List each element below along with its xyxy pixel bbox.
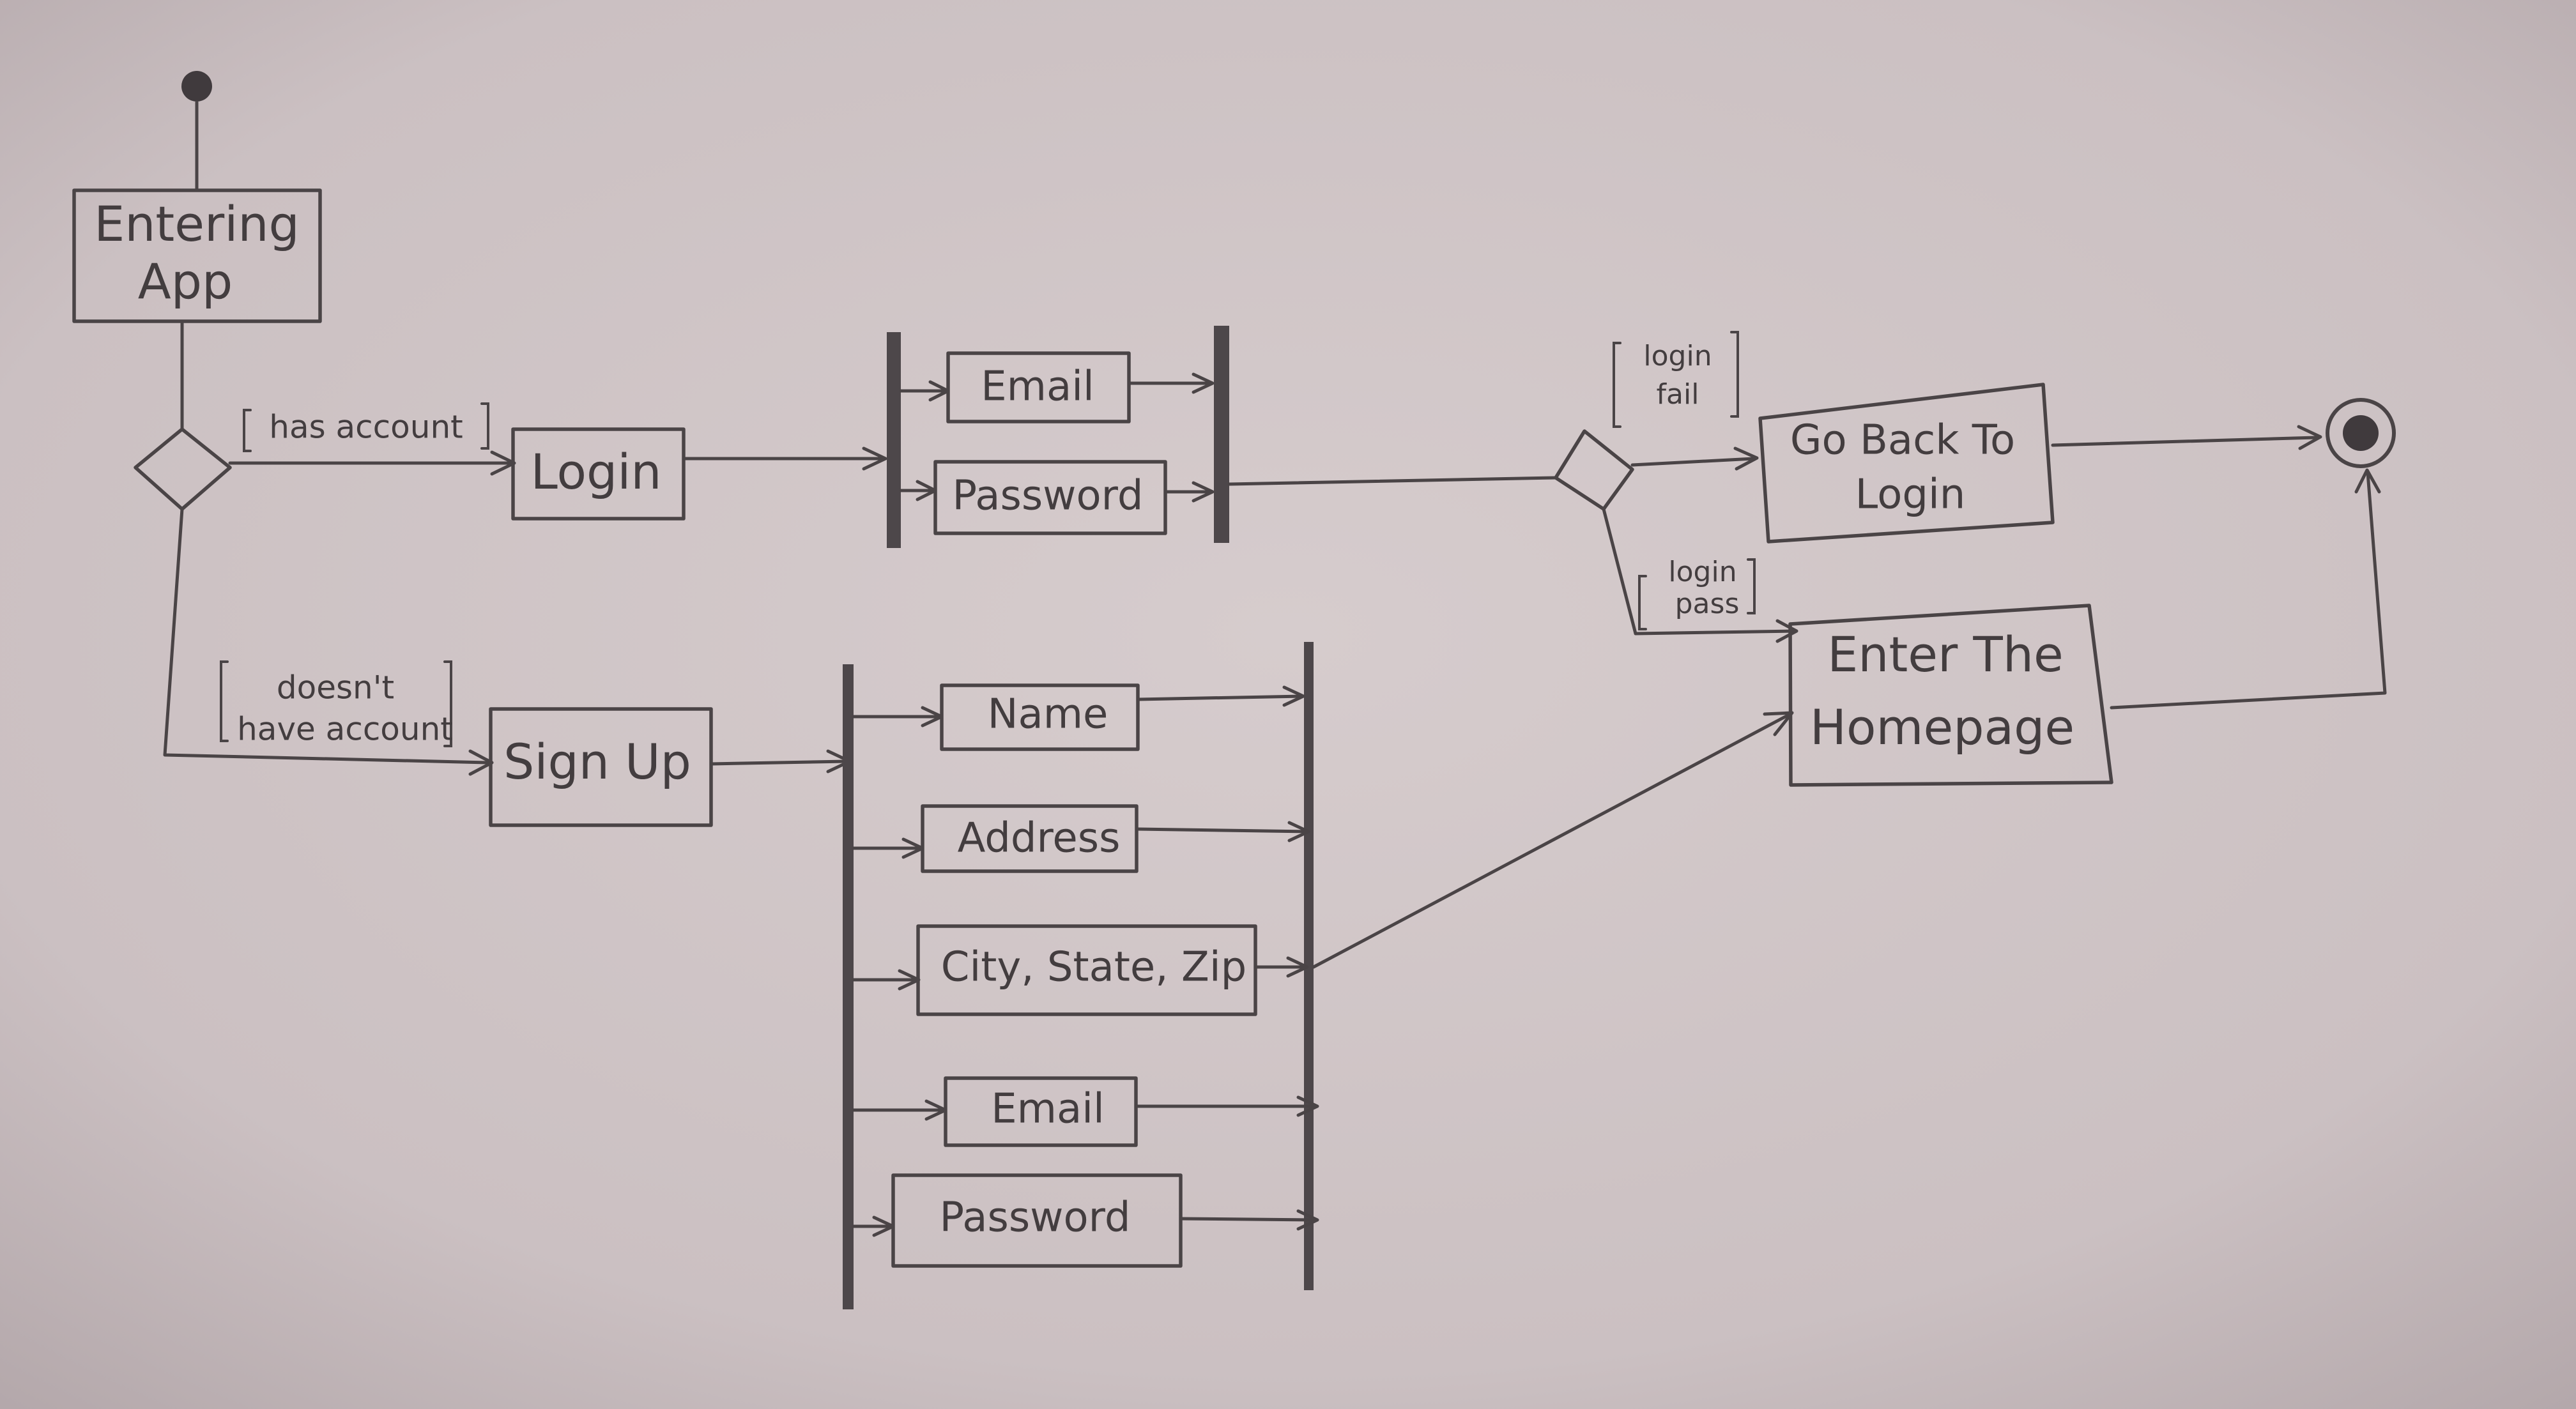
guard-login-pass-line2: pass [1675,588,1740,620]
decision-has-account [134,427,232,511]
signup-password-label: Password [940,1194,1131,1242]
guard-bracket-login-fail [1613,331,1739,428]
final-node [2343,415,2379,451]
signup-email-label: Email [991,1086,1105,1133]
decision-login-result [1554,429,1634,511]
guard-doesnt-have-account-line1: doesn't [277,669,394,706]
action-login [511,427,686,521]
arrow-head-go-back [1733,446,1759,471]
arrow-head-homepage-signup [1763,711,1794,736]
guard-login-pass-line1: login [1668,556,1736,588]
flow-signup-to-fork [709,759,848,766]
login-label: Login [530,443,661,500]
flow-decision-to-go-back [1630,457,1756,467]
entering-app-label-line1: Entering [94,195,300,252]
go-back-to-login-label-line2: Login [1855,471,1966,519]
arrow-head-login-password-join [1192,481,1215,503]
action-login-password [933,460,1167,535]
name-label: Name [988,691,1108,738]
arrow-head-city-join [1286,956,1309,978]
arrow-head-name-join [1282,685,1305,707]
final-node-ring [2326,398,2396,468]
flow-signup-password-to-join [1179,1217,1318,1222]
flow-homepage-to-final [2110,471,2387,710]
action-sign-up [489,707,713,827]
guard-bracket-has-account [243,402,489,452]
signup-fork-bar [843,664,854,1309]
flow-join-to-decision [1227,476,1558,486]
guard-has-account: has account [269,409,463,446]
arrow-head-address-join [1287,821,1310,842]
initial-node [181,71,212,102]
flow-go-back-to-final [2051,436,2318,447]
flow-decision-to-signup [163,507,491,765]
entering-app-label-line2: App [138,253,233,310]
action-go-back-to-login [1758,383,2055,544]
arrow-head-final-from-go-back [2297,425,2322,450]
action-address [921,804,1138,873]
guard-bracket-login-pass [1638,558,1756,630]
action-signup-email [944,1076,1138,1147]
arrow-head-signup-password-join [1296,1209,1319,1231]
address-label: Address [958,815,1121,862]
guard-bracket-doesnt-have-account [220,660,452,747]
action-city-state-zip [916,924,1257,1016]
city-state-zip-label: City, State, Zip [941,944,1246,991]
enter-homepage-label-line1: Enter The [1827,626,2064,683]
action-entering-app [72,188,322,323]
enter-homepage-label-line2: Homepage [1810,699,2074,756]
action-login-email [946,351,1131,423]
arrow-head-signup-email-join [1296,1095,1319,1117]
guard-login-fail-line1: login [1643,340,1712,372]
flow-address-to-join [1135,827,1310,834]
signup-join-bar [1304,642,1314,1290]
guard-doesnt-have-account-line2: have account [237,711,453,748]
action-enter-the-homepage [1788,604,2113,787]
action-signup-password [891,1173,1183,1268]
arrow-head-login-fork [862,446,887,471]
login-email-label: Email [981,363,1094,411]
login-fork-bar [887,332,901,548]
login-join-bar [1214,326,1229,543]
login-password-label: Password [953,473,1144,520]
arrow-head-login-email-join [1192,372,1215,394]
sign-up-label: Sign Up [503,733,691,790]
arrow-head-final-from-homepage [2354,468,2381,494]
guard-login-fail-line2: fail [1657,378,1699,411]
flow-decision-to-homepage [1602,507,1797,636]
flow-name-to-join [1136,694,1303,701]
go-back-to-login-label-line1: Go Back To [1790,417,2015,464]
arrow-head-homepage-pass [1775,619,1798,643]
flow-join-to-homepage [1312,712,1792,969]
action-name [940,683,1140,751]
